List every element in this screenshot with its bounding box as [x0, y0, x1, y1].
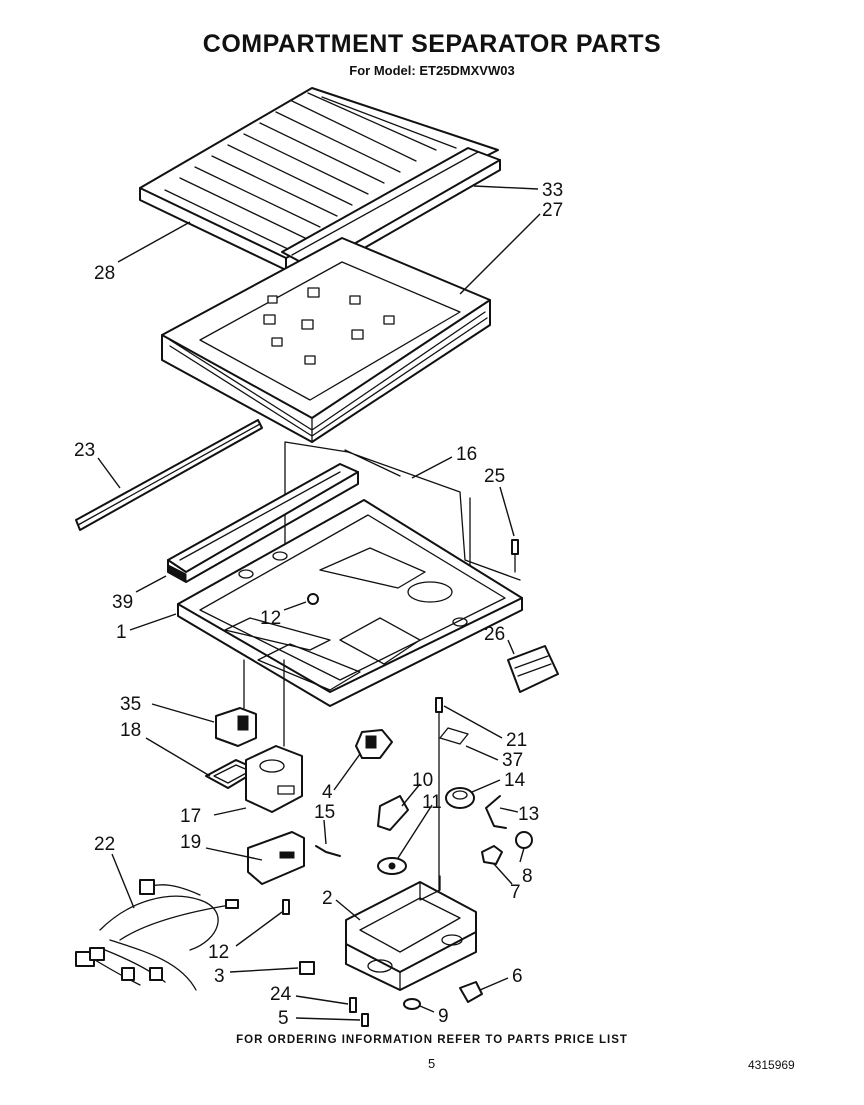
part-4-damper-motor	[355, 729, 393, 759]
part-23-gasket-strip	[75, 419, 263, 531]
callout-22: 22	[94, 834, 115, 855]
part-27-cover-frame	[161, 237, 491, 443]
part-2-base-bracket	[345, 875, 477, 991]
part-39-bracket	[167, 463, 359, 583]
callout-27: 27	[542, 200, 563, 221]
callout-28: 28	[94, 263, 115, 284]
callout-13: 13	[518, 804, 539, 825]
page-title: COMPARTMENT SEPARATOR PARTS	[202, 30, 662, 58]
callout-10: 10	[412, 770, 433, 791]
part-19-mounting-bracket	[247, 831, 305, 885]
callout-6: 6	[512, 966, 523, 987]
part-26-diffuser	[507, 645, 559, 693]
callout-5: 5	[278, 1008, 289, 1029]
callout-39: 39	[112, 592, 133, 613]
callout-37: 37	[502, 750, 523, 771]
part-35-damper-control	[215, 659, 257, 747]
callout-23: 23	[74, 440, 95, 461]
callout-16: 16	[456, 444, 477, 465]
part-25-screw	[511, 539, 519, 573]
callout-3: 3	[214, 966, 225, 987]
callout-12: 12	[260, 608, 281, 629]
callout-1: 1	[116, 622, 127, 643]
callout-18: 18	[120, 720, 141, 741]
model-subtitle: For Model: ET25DMXVW03	[349, 63, 515, 78]
callout-14: 14	[504, 770, 526, 791]
callout-2: 2	[322, 888, 333, 909]
part-3-6-9-parts	[299, 961, 483, 1010]
callout-21: 21	[506, 730, 527, 751]
part-7-8-13-15-parts	[315, 795, 533, 865]
callout-24: 24	[270, 984, 292, 1005]
part-22-wiring-harness	[75, 879, 239, 991]
part-28-shelf-grille	[139, 87, 499, 271]
callout-7: 7	[510, 882, 521, 903]
callout-33: 33	[542, 180, 563, 201]
callout-12-lower: 12	[208, 942, 229, 963]
page-number: 5	[428, 1056, 436, 1071]
part-14-37-parts	[439, 727, 475, 809]
callout-25: 25	[484, 466, 505, 487]
callout-4: 4	[322, 782, 333, 803]
document-number: 4315969	[748, 1058, 795, 1072]
callout-35: 35	[120, 694, 141, 715]
callout-leaders	[97, 185, 541, 1021]
part-10-11-control-assembly	[377, 795, 409, 875]
callout-11: 11	[422, 792, 442, 813]
callout-19: 19	[180, 832, 201, 853]
callout-labels: 33 27 28 23 16 25 39 12 1 26 35 18 21 37…	[74, 180, 563, 1029]
callout-9: 9	[438, 1006, 449, 1027]
callout-15: 15	[314, 802, 335, 823]
callout-17: 17	[180, 806, 201, 827]
callout-26: 26	[484, 624, 505, 645]
ordering-note: FOR ORDERING INFORMATION REFER TO PARTS …	[236, 1034, 628, 1046]
part-17-thermostat-housing	[245, 659, 303, 813]
callout-8: 8	[522, 866, 533, 887]
part-1-separator-pan	[177, 499, 523, 707]
